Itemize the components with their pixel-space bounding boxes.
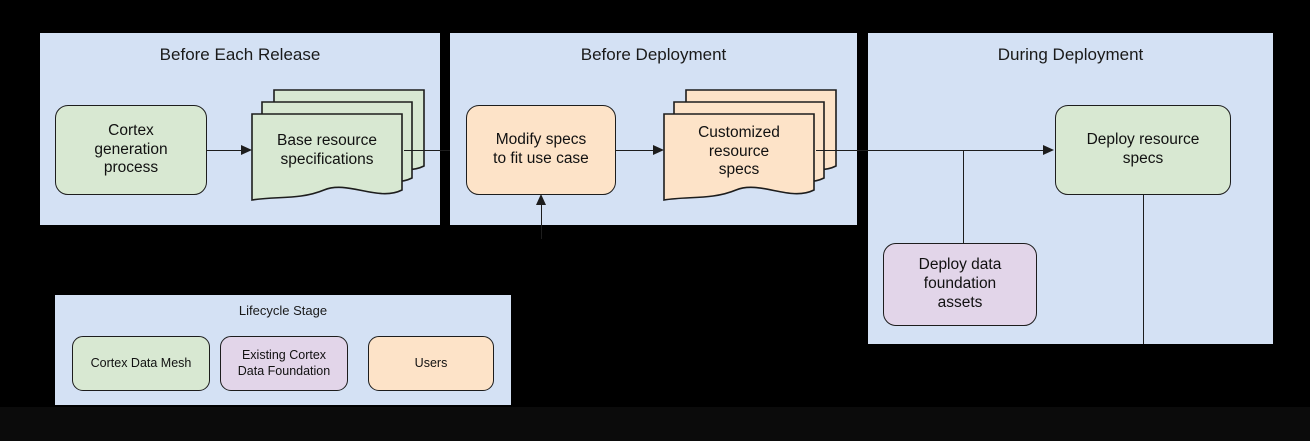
label-line-3: assets [937,293,983,311]
legend-item-label: Users [414,355,448,370]
label-line-3: specs [718,161,760,179]
panel-title-before-each-release: Before Each Release [159,45,321,64]
connector-base-to-modify [404,150,465,151]
document-layer-front [251,113,403,201]
label-line-1: Base resource [277,132,377,150]
panel-title-during-deployment: During Deployment [997,45,1144,64]
arrowhead-modify-to-customized [653,144,664,155]
connector-gen-to-base [207,150,244,151]
arrowhead-gen-to-base [241,144,252,155]
node-deploy-data-foundation-assets[interactable]: Deploy data foundation assets [883,243,1037,326]
legend-item-label: Cortex Data Mesh [90,355,192,370]
node-modify-specs-to-fit-use-case[interactable]: Modify specs to fit use case [466,105,616,195]
legend-item-label: Existing Cortex Data Foundation [238,348,330,379]
document-layer-front [663,113,815,201]
node-label-modify-specs: Modify specs to fit use case [493,131,589,169]
node-label-cortex-generation-process: Cortex generation process [94,122,167,179]
panel-title-before-deployment: Before Deployment [580,45,727,64]
label-line-1: Deploy data [918,256,1002,274]
label-line-1: Cortex [108,121,154,139]
connector-deploy-out [1143,194,1144,344]
legend-item-existing-cortex-data-foundation[interactable]: Existing Cortex Data Foundation [220,336,348,391]
node-label-deploy-resource-specs: Deploy resource specs [1087,131,1200,169]
arrowhead-users-in [535,194,546,205]
label-line-3: process [103,159,159,177]
legend-title: Lifecycle Stage [238,303,328,318]
legend-panel: Lifecycle Stage Cortex Data Mesh Existin… [55,295,511,405]
connector-modify-to-customized [616,150,658,151]
connector-users-in [541,203,542,239]
node-deploy-resource-specs[interactable]: Deploy resource specs [1055,105,1231,195]
label-line-2: specifications [280,151,374,168]
legend-item-cortex-data-mesh[interactable]: Cortex Data Mesh [72,336,210,391]
node-customized-resource-specs[interactable]: Customized resource specs [662,88,842,206]
node-label-deploy-data-foundation-assets: Deploy data foundation assets [919,256,1002,313]
legend-label-line-1: Existing Cortex [241,347,327,362]
node-label-customized-resource-specs: Customized resource specs [664,114,814,190]
node-label-base-resource-specifications: Base resource specifications [252,120,402,182]
bottom-background-band [0,407,1310,441]
label-line-2: to fit use case [493,150,589,167]
label-line-1: Modify specs [495,131,587,149]
legend-item-users[interactable]: Users [368,336,494,391]
connector-customized-to-deploy-overlay [816,150,1051,151]
legend-label-line-2: Data Foundation [237,363,331,378]
label-line-2: resource [708,142,770,160]
label-line-2: specs [1122,150,1164,167]
label-line-1: Customized [698,123,780,141]
label-line-2: generation [94,140,168,158]
node-cortex-generation-process[interactable]: Cortex generation process [55,105,207,195]
connector-foundation-branch [963,150,964,244]
arrowhead-customized-to-deploy-overlay [1043,144,1054,155]
label-line-1: Deploy resource [1086,131,1200,149]
node-base-resource-specifications[interactable]: Base resource specifications [250,88,430,206]
label-line-2: foundation [923,275,997,293]
